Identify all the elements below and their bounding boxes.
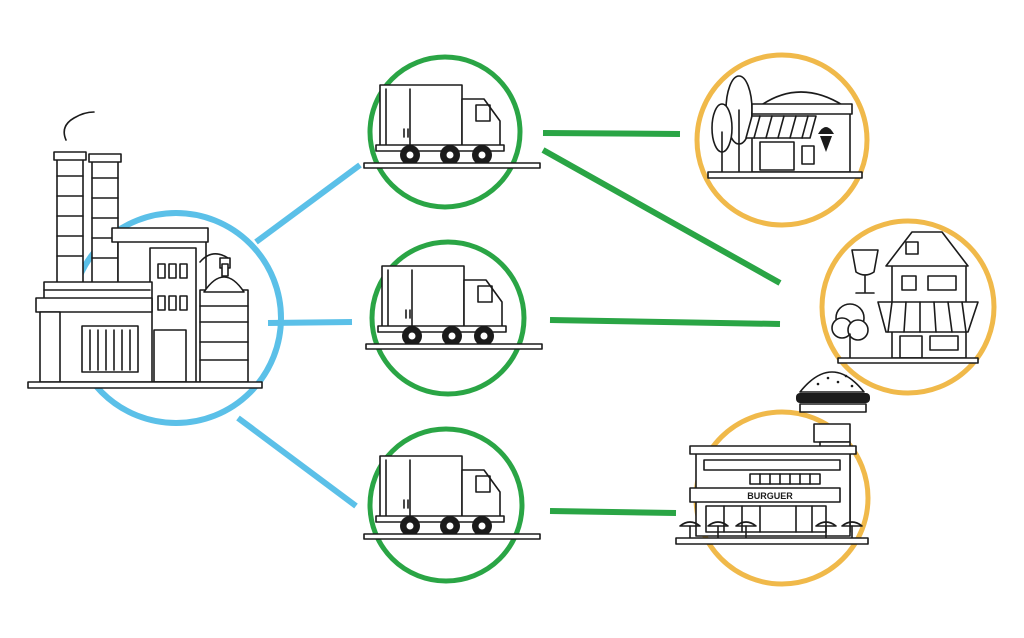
burger-restaurant-icon: BURGUER	[675, 371, 870, 545]
store-2-ring	[819, 218, 997, 396]
truck-3-icon	[363, 455, 541, 540]
factory-to-truck-1-line	[254, 162, 362, 245]
delivery-truck-icon	[365, 265, 543, 350]
truck-3-to-store-3-line	[549, 508, 677, 516]
factory-to-truck-3-line	[236, 415, 358, 509]
truck-2-icon	[365, 265, 543, 350]
node-rings	[68, 52, 997, 587]
truck-1-to-store-1-line	[542, 130, 681, 137]
delivery-truck-icon	[363, 84, 541, 169]
burger-sign-text: BURGUER	[747, 491, 793, 501]
truck-1-to-store-2-line	[541, 147, 782, 286]
truck-1-icon	[363, 84, 541, 169]
store-1-ring	[694, 52, 870, 228]
truck-3-ring	[367, 426, 525, 584]
factory-icon	[27, 111, 263, 389]
delivery-truck-icon	[363, 455, 541, 540]
truck-1-ring	[367, 54, 523, 210]
truck-2-ring	[369, 239, 527, 397]
ice-cream-shop-icon	[707, 75, 863, 179]
cafe-house-icon	[831, 231, 979, 364]
connectors	[236, 130, 782, 516]
truck-2-to-store-2-line	[549, 317, 781, 327]
